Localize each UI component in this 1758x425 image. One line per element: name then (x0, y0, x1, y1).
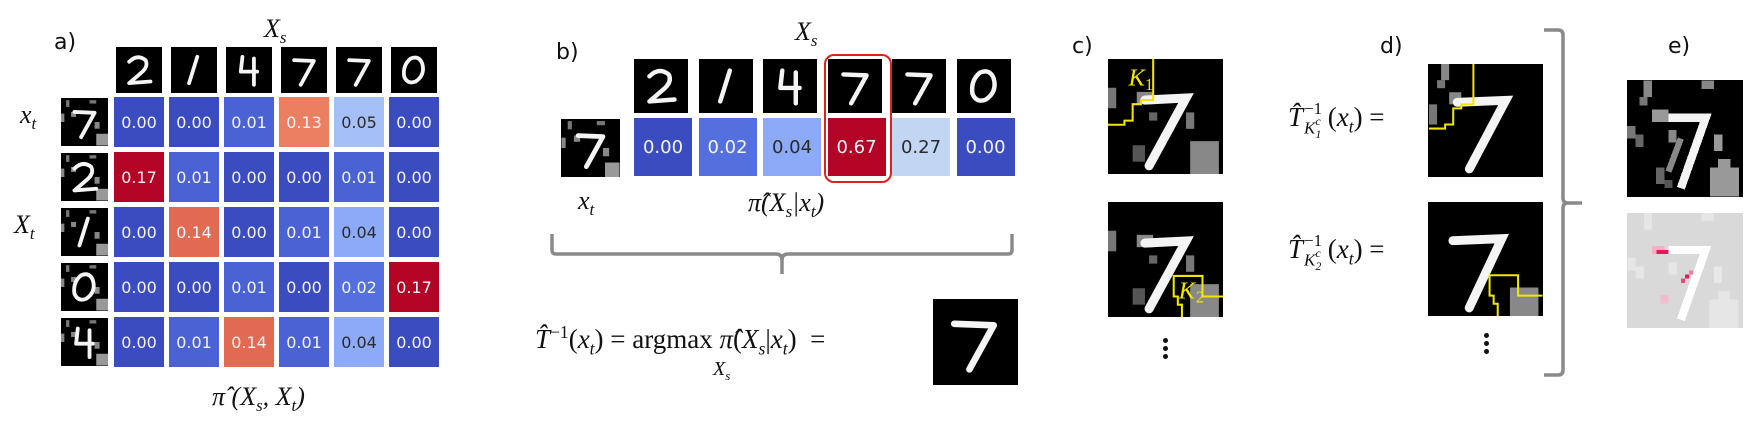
svg-text:1: 1 (1145, 75, 1153, 94)
heatmap-cell: 0.05 (334, 97, 384, 147)
panel-d-brace-icon (1544, 28, 1582, 377)
panel-c-label: c) (1072, 34, 1093, 59)
panel-b-label: b) (556, 40, 579, 65)
heatmap-cell: 0.17 (114, 152, 164, 202)
heatmap-cell: 0.00 (114, 97, 164, 147)
heatmap-cell: 0.13 (279, 97, 329, 147)
panel-b-source-digit-7-image (827, 59, 882, 113)
panel-d-label: d) (1380, 34, 1403, 59)
panel-b-source-digit-0-image (956, 59, 1011, 113)
panel-b-xs-axis-label: Xs (795, 17, 818, 51)
heatmap-cell: 0.01 (224, 97, 274, 147)
conditional-cell: 0.04 (763, 118, 821, 176)
panel-d-reconstruction-1-image (1428, 64, 1543, 177)
heatmap-cell: 0.04 (334, 317, 384, 367)
panel-a-xs-axis-label: Xs (264, 14, 287, 48)
panel-a-source-digit-1-image (171, 47, 217, 93)
panel-a-target-digit-1-image (61, 208, 108, 256)
panel-d-ellipsis-icon (1484, 333, 1490, 357)
heatmap-cell: 0.00 (169, 262, 219, 312)
panel-a-Xt-axis-label: Xt (14, 210, 35, 244)
panel-b-source-digit-2-image (634, 59, 688, 113)
heatmap-cell: 0.00 (224, 152, 274, 202)
panel-b-source-digit-1-image (698, 59, 753, 113)
conditional-cell: 0.00 (634, 118, 692, 176)
heatmap-cell: 0.01 (279, 207, 329, 257)
panel-b-source-digit-4-image (763, 59, 817, 113)
svg-text:K: K (1178, 278, 1197, 305)
heatmap-cell: 0.14 (224, 317, 274, 367)
heatmap-cell: 0.00 (389, 97, 439, 147)
panel-a-target-digit-7-image (61, 98, 108, 146)
panel-c-ellipsis-icon (1163, 338, 1169, 362)
heatmap-cell: 0.14 (169, 207, 219, 257)
heatmap-cell: 0.02 (334, 262, 384, 312)
inverse-map-formula: T̂−1(xt) = argmax π̂(Xs|xt) = (535, 322, 826, 359)
heatmap-cell: 0.01 (169, 317, 219, 367)
conditional-cell: 0.00 (956, 118, 1015, 176)
argmax-highlight-box (824, 54, 892, 183)
conditional-cell: 0.02 (698, 118, 757, 176)
panel-e-combined-image (1627, 80, 1743, 197)
conditional-cell: 0.27 (892, 118, 950, 176)
heatmap-cell: 0.00 (389, 207, 439, 257)
panel-e-difference-heatmap-image (1627, 213, 1743, 328)
heatmap-cell: 0.01 (169, 152, 219, 202)
heatmap-cell: 0.00 (279, 262, 329, 312)
panel-a-source-digit-7-image (281, 47, 327, 93)
panel-a-source-digit-4-image (226, 47, 272, 93)
heatmap-cell: 0.00 (279, 152, 329, 202)
panel-a-label: a) (54, 30, 77, 55)
heatmap-cell: 0.01 (279, 317, 329, 367)
panel-b-brace-icon (550, 234, 1014, 274)
panel-a-source-digit-0-image (391, 47, 437, 93)
result-digit-7-image (933, 299, 1018, 385)
panel-e-label: e) (1668, 34, 1691, 59)
svg-text:2: 2 (1196, 288, 1204, 307)
heatmap-cell: 0.00 (224, 207, 274, 257)
panel-a-source-digit-2-image (116, 47, 162, 93)
panel-c-image-region-k1: K 1 (1108, 59, 1223, 174)
heatmap-cell: 0.00 (169, 97, 219, 147)
panel-a-source-digit-7-image (336, 47, 382, 93)
heatmap-cell: 0.17 (389, 262, 439, 312)
panel-b-caption: π̂(Xs|xt) (748, 188, 825, 222)
argmax-subscript: Xs (713, 358, 731, 383)
panel-a-target-digit-0-image (61, 263, 108, 311)
heatmap-cell: 0.01 (334, 152, 384, 202)
heatmap-cell: 0.00 (389, 152, 439, 202)
heatmap-cell: 0.01 (224, 262, 274, 312)
heatmap-cell: 0.00 (114, 207, 164, 257)
panel-b-target-digit-7-image (561, 119, 620, 177)
panel-b-source-digit-7-image (892, 59, 946, 113)
svg-text:K: K (1128, 65, 1147, 92)
panel-a-target-digit-2-image (61, 153, 108, 201)
panel-a-caption: π̂ (Xs, Xt) (212, 382, 305, 416)
panel-d-reconstruction-2-image (1428, 202, 1543, 316)
heatmap-cell: 0.00 (389, 317, 439, 367)
argmax-cell: 0.67 (827, 118, 886, 176)
heatmap-cell: 0.00 (114, 317, 164, 367)
panel-b-xt-label: xt (578, 186, 595, 220)
heatmap-cell: 0.04 (334, 207, 384, 257)
heatmap-cell: 0.00 (114, 262, 164, 312)
panel-c-image-region-k2: K 2 (1108, 202, 1223, 317)
panel-a-xt-row-label: xt (20, 100, 37, 134)
panel-a-target-digit-4-image (61, 318, 108, 366)
